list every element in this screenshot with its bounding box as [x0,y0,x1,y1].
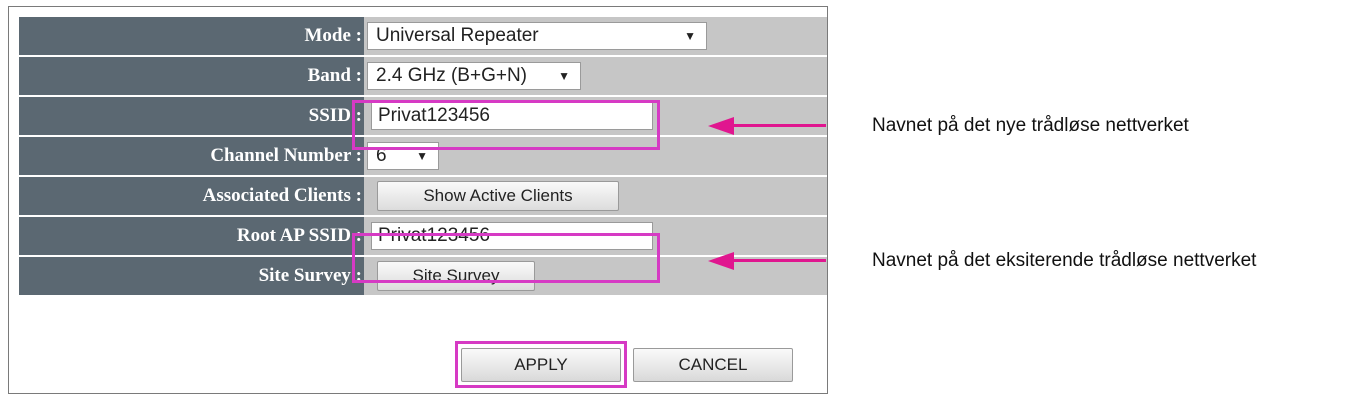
site-survey-button[interactable]: Site Survey [377,261,535,291]
ssid-label: SSID : [19,97,364,135]
mode-select[interactable]: Universal Repeater ▼ [367,22,707,50]
dropdown-arrow-icon: ▼ [558,69,570,83]
channel-label: Channel Number : [19,137,364,175]
clients-label: Associated Clients : [19,177,364,215]
settings-panel: Mode : Universal Repeater ▼ Band : 2.4 G… [8,6,828,394]
ssid-input[interactable]: Privat123456 [371,102,653,130]
survey-label: Site Survey : [19,257,364,295]
arrow-line [732,259,826,262]
band-select[interactable]: 2.4 GHz (B+G+N) ▼ [367,62,581,90]
ssid-highlight [352,100,660,150]
root-ssid-highlight [352,233,660,283]
mode-label: Mode : [19,17,364,55]
band-label: Band : [19,57,364,95]
arrow-left-icon [708,117,734,135]
root-ssid-label: Root AP SSID : [19,217,364,255]
show-active-clients-button[interactable]: Show Active Clients [377,181,619,211]
arrow-line [732,124,826,127]
channel-select-value: 6 [376,145,387,166]
band-select-value: 2.4 GHz (B+G+N) [376,65,527,86]
ssid-annotation: Navnet på det nye trådløse nettverket [872,115,1189,136]
mode-row: Mode : Universal Repeater ▼ [19,17,827,55]
survey-row: Site Survey : Site Survey [19,257,827,295]
arrow-left-icon [708,252,734,270]
apply-button[interactable]: APPLY [461,348,621,382]
root-ssid-annotation: Navnet på det eksiterende trådløse nettv… [872,250,1257,271]
ssid-row: SSID : Privat123456 [19,97,827,135]
dropdown-arrow-icon: ▼ [416,149,428,163]
root-ssid-row: Root AP SSID : Privat123456 [19,217,827,255]
channel-select[interactable]: 6 ▼ [367,142,439,170]
band-row: Band : 2.4 GHz (B+G+N) ▼ [19,57,827,95]
apply-highlight [455,341,627,388]
cancel-button[interactable]: CANCEL [633,348,793,382]
clients-row: Associated Clients : Show Active Clients [19,177,827,215]
dropdown-arrow-icon: ▼ [684,29,696,43]
mode-select-value: Universal Repeater [376,25,539,46]
channel-row: Channel Number : 6 ▼ [19,137,827,175]
